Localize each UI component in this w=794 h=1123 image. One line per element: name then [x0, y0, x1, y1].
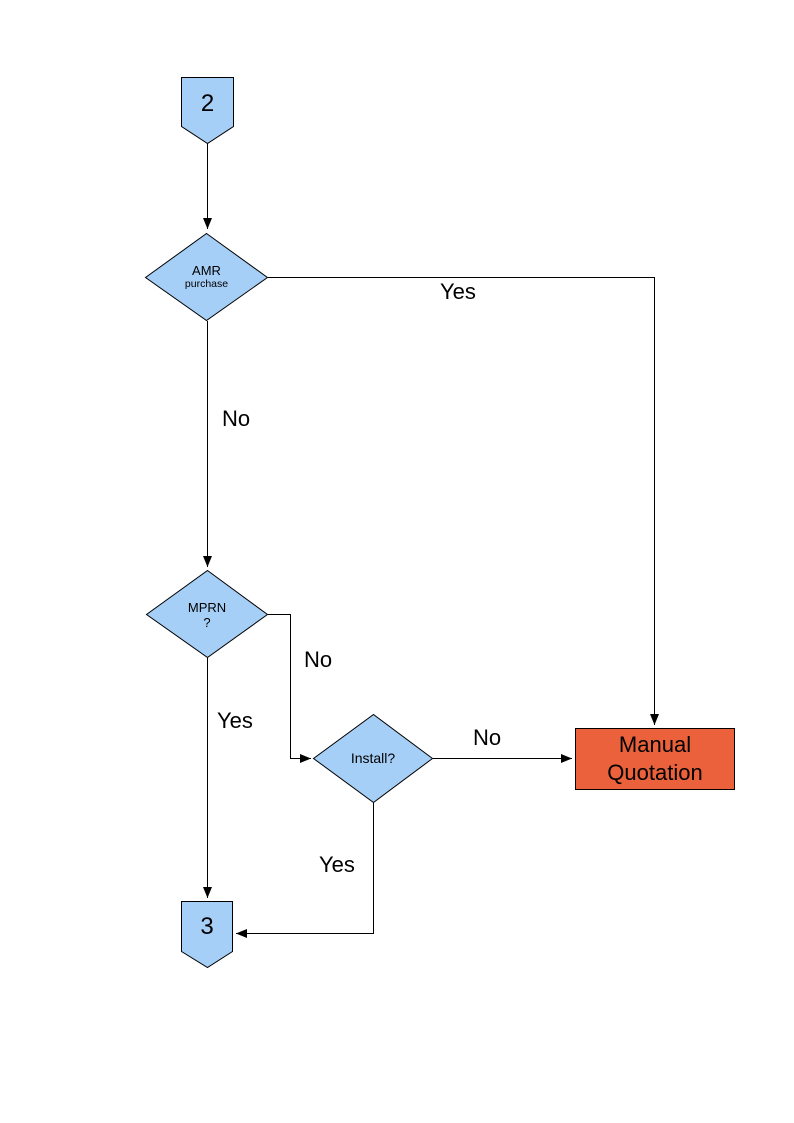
edge-mprn-no-to-install — [268, 614, 311, 763]
process-manual-quotation-shape — [575, 728, 735, 790]
decision-amr-purchase-shape — [144, 232, 269, 322]
process-manual-quotation-label: Manual Quotation — [575, 728, 735, 790]
edge-label-install-yes: Yes — [319, 852, 355, 877]
decision-mprn-shape — [145, 569, 269, 659]
manual-quotation-line2: Quotation — [607, 760, 703, 785]
off-page-connector-2-label: 2 — [200, 90, 215, 117]
edge-install-yes-to-connector3 — [236, 803, 374, 938]
off-page-connector-3-label: 3 — [200, 913, 214, 940]
install-label-text: Install? — [350, 750, 396, 766]
edge-label-mprn-yes: Yes — [217, 708, 253, 733]
manual-quotation-line1: Manual — [618, 732, 692, 757]
amr-label-line1: AMR — [192, 263, 221, 278]
edge-label-amr-yes: Yes — [440, 279, 476, 304]
mprn-label-line2: ? — [203, 614, 211, 630]
edge-label-mprn-no: No — [304, 647, 333, 672]
decision-mprn-label: MPRN ? — [146, 598, 268, 631]
off-page-connector-2-shape — [181, 77, 234, 145]
decision-amr-purchase-label: AMR purchase — [145, 258, 268, 296]
amr-label-line2: purchase — [184, 278, 229, 290]
mprn-label-line1: MPRN — [187, 599, 227, 615]
off-page-connector-3-shape — [181, 901, 233, 969]
edge-amr-yes-to-manual-quotation — [268, 277, 659, 725]
edge-label-amr-no: No — [222, 406, 251, 431]
decision-install-shape — [312, 713, 434, 804]
edge-label-install-no: No — [473, 725, 502, 750]
decision-install-label: Install? — [313, 749, 433, 767]
